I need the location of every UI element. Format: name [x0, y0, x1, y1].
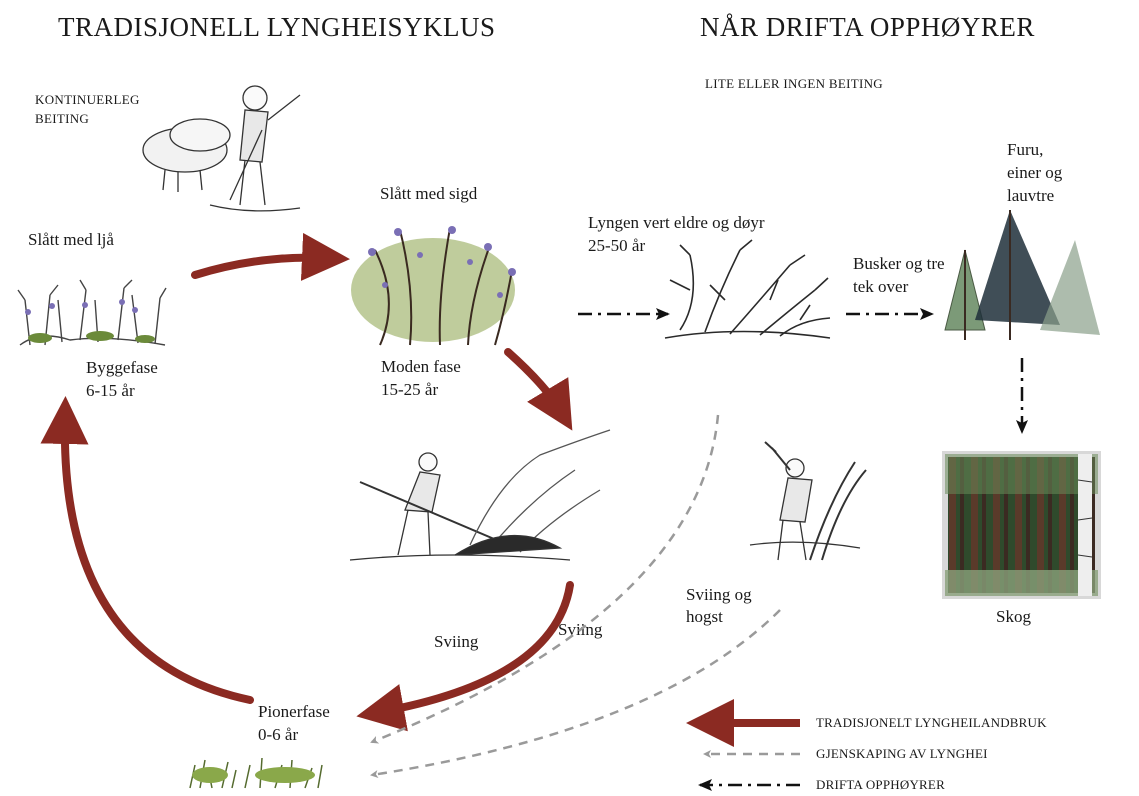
cycle-arrow-burning-to-pioneer — [356, 581, 574, 732]
restore-arrow-from-old-heather — [370, 414, 720, 744]
label-sickle-mowing: Slått med sigd — [380, 184, 478, 203]
burning-heather-illustration — [349, 429, 611, 561]
forest-illustration — [942, 451, 1101, 599]
label-deciduous: lauvtre — [1007, 186, 1055, 205]
title-when-farming-stops: NÅR DRIFTA OPPHØYRER — [700, 12, 1035, 42]
label-pioneer-phase: Pionerfase — [258, 702, 330, 721]
cycle-arrow-pioneer-to-building — [40, 396, 254, 704]
label-burn-and-cut: Sviing og — [686, 585, 752, 604]
title-traditional-cycle: TRADISJONELL LYNGHEISYKLUS — [58, 12, 496, 42]
label-bushes-take-over-2: tek over — [853, 277, 909, 296]
legend-label-restoration: GJENSKAPING AV LYNGHEI — [816, 746, 988, 761]
farmer-with-sheep-illustration — [142, 85, 301, 212]
label-juniper: einer og — [1007, 163, 1063, 182]
label-old-heather: Lyngen vert eldre og døyr — [588, 213, 765, 232]
cycle-arrow-building-to-mature — [191, 232, 350, 281]
chopping-tree-illustration — [749, 441, 867, 561]
label-burn-and-cut-2: hogst — [686, 607, 723, 626]
label-scythe-mowing: Slått med ljå — [28, 230, 114, 249]
legend-label-traditional: TRADISJONELT LYNGHEILANDBRUK — [816, 715, 1047, 730]
label-mature-phase: Moden fase — [381, 357, 461, 376]
label-old-heather-years: 25-50 år — [588, 236, 646, 255]
old-heather-illustration — [664, 239, 831, 339]
label-mature-years: 15-25 år — [381, 380, 439, 399]
note-little-grazing: LITE ELLER INGEN BEITING — [705, 76, 883, 91]
note-continuous-grazing-line2: BEITING — [35, 111, 90, 126]
legend-label-farming-stops: DRIFTA OPPHØYRER — [816, 777, 945, 792]
label-forest: Skog — [996, 607, 1031, 626]
label-pine: Furu, — [1007, 140, 1044, 159]
building-phase-heather-illustration — [17, 279, 167, 346]
note-continuous-grazing-line1: KONTINUERLEG — [35, 92, 140, 107]
pioneer-phase-illustration — [189, 757, 323, 789]
bushes-and-trees-illustration — [944, 210, 1100, 340]
label-bushes-take-over: Busker og tre — [853, 254, 945, 273]
label-burning-left: Sviing — [434, 632, 479, 651]
label-building-phase: Byggefase — [86, 358, 158, 377]
mature-heather-illustration — [351, 226, 516, 346]
restore-arrow-from-cutting — [370, 609, 781, 779]
cycle-arrow-mature-to-burning — [504, 348, 573, 431]
label-pioneer-years: 0-6 år — [258, 725, 299, 744]
label-building-years: 6-15 år — [86, 381, 135, 400]
